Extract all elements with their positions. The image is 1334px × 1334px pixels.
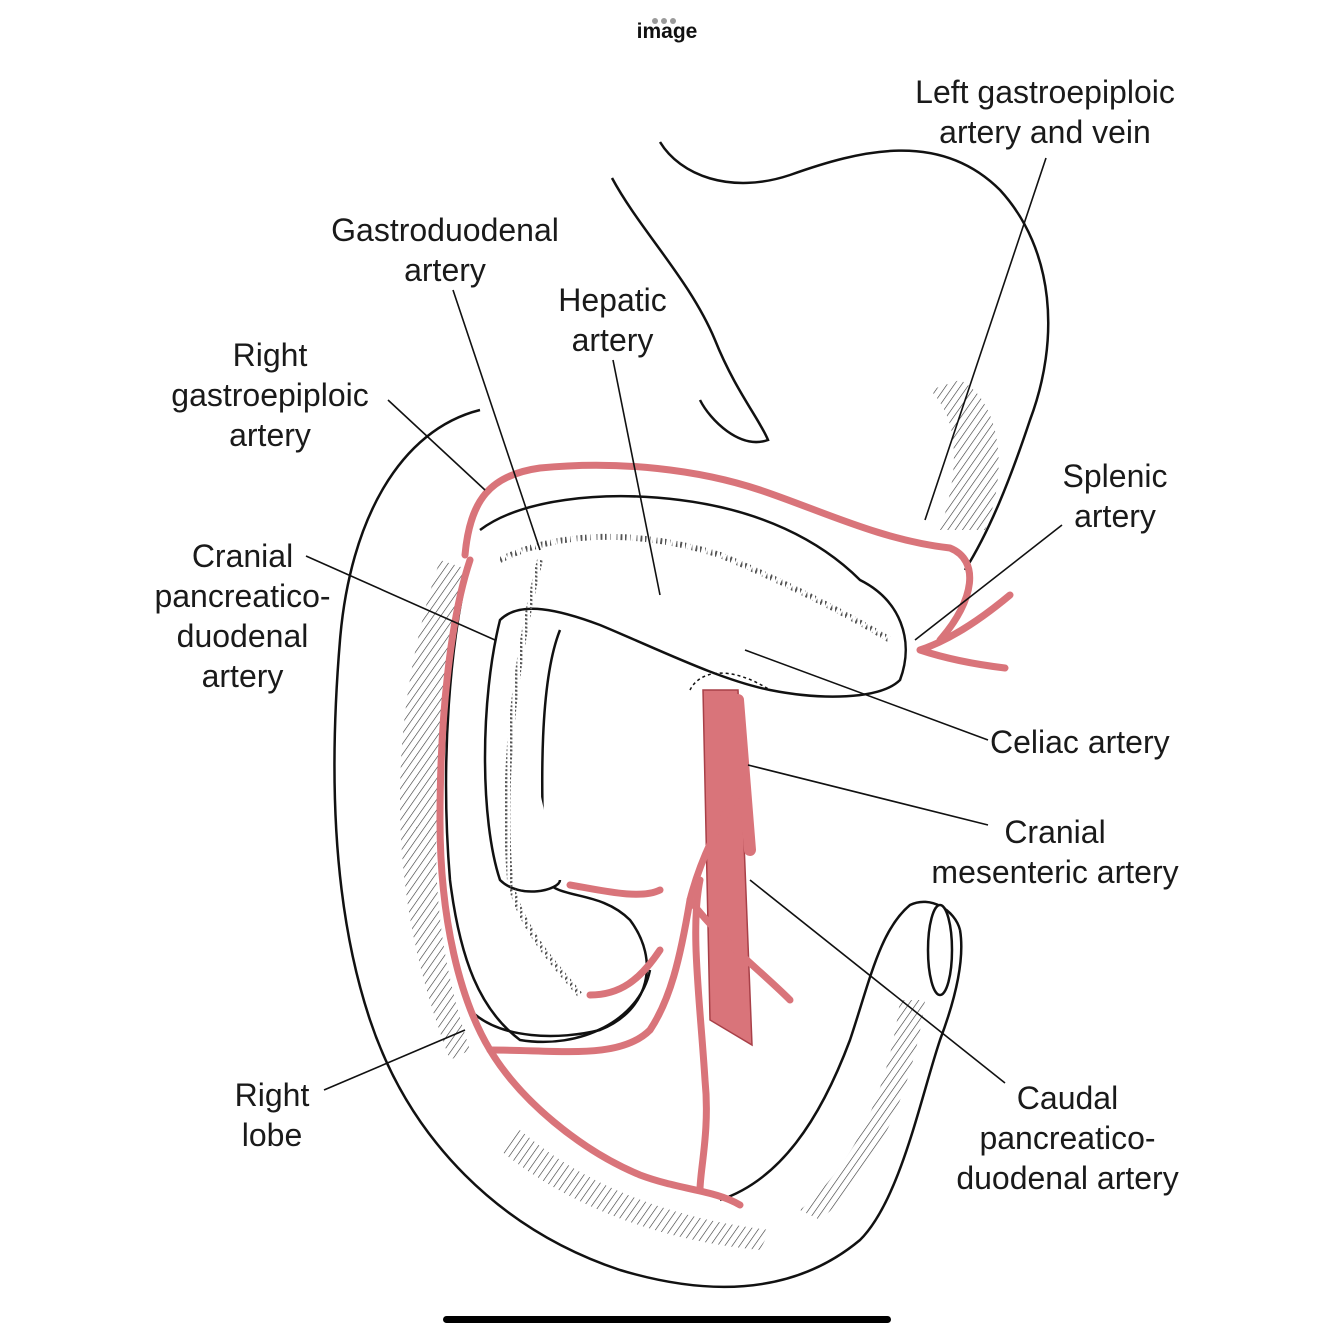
image-title: image xyxy=(636,20,698,43)
splenic-artery xyxy=(916,591,1014,672)
label-hepatic: Hepatic artery xyxy=(558,282,667,358)
label-cranial-pancreaticoduodenal: Cranial pancreatico- duodenal artery xyxy=(154,538,331,694)
leader-right-gastroepiploic xyxy=(387,399,486,491)
celiac-root-fringe xyxy=(689,672,771,691)
duodenum-outer-outline xyxy=(333,408,963,1289)
label-right-lobe: Right lobe xyxy=(234,1077,310,1153)
label-right-gastroepiploic: Right gastroepiploic artery xyxy=(171,337,369,453)
label-splenic: Splenic artery xyxy=(1062,458,1168,534)
cranial-mesenteric-branch xyxy=(486,786,744,1056)
pancreas-body xyxy=(479,495,907,893)
arteries xyxy=(436,461,1014,1209)
caudal-pancreaticoduodenal xyxy=(436,556,744,1209)
jejunum-loop xyxy=(719,900,962,1202)
gastroepiploic-arc xyxy=(461,461,974,644)
pancreatic-duct-dashed xyxy=(498,533,892,997)
label-gastroduodenal: Gastroduodenal artery xyxy=(331,212,559,288)
duodenum-hatching-bottom xyxy=(500,1130,770,1250)
mesenteric-branch-3 xyxy=(686,896,794,1004)
leader-gastroduodenal xyxy=(452,289,541,551)
leader-cranial-pancreaticoduodenal xyxy=(305,555,496,641)
leader-caudal-pancreaticoduodenal xyxy=(749,879,1006,1084)
label-left-gastroepiploic: Left gastroepiploic artery and vein xyxy=(915,74,1175,150)
leader-lines xyxy=(305,157,1063,1091)
pancreas-right-lobe xyxy=(444,559,652,1044)
leader-right-lobe xyxy=(323,1029,466,1091)
home-indicator[interactable] xyxy=(443,1316,891,1323)
top-bar: image xyxy=(0,0,1334,56)
mesenteric-branch-4 xyxy=(566,881,664,898)
leader-splenic xyxy=(914,524,1063,641)
leader-left-gastroepiploic xyxy=(924,157,1047,521)
jejunum-lumen xyxy=(926,903,954,997)
mesenteric-branch-2 xyxy=(692,876,710,1194)
duodenum-inner-outline xyxy=(469,629,649,1038)
ellipsis-icon[interactable] xyxy=(652,11,682,24)
label-caudal-pancreaticoduodenal: Caudal pancreatico- duodenal artery xyxy=(956,1080,1179,1196)
leader-cranial-mesenteric xyxy=(747,764,989,826)
stomach-hatching xyxy=(930,380,999,530)
cranial-mesenteric-stub xyxy=(732,694,756,856)
label-cranial-mesenteric: Cranial mesenteric artery xyxy=(931,814,1179,890)
mesenteric-branch-5 xyxy=(586,946,664,999)
leader-celiac xyxy=(744,649,989,741)
jejunum-hatching xyxy=(800,1000,925,1220)
leader-hepatic xyxy=(612,359,661,596)
duodenum-hatching-left xyxy=(400,560,470,1060)
stomach-inner-curve xyxy=(610,177,770,444)
label-celiac: Celiac artery xyxy=(990,724,1170,760)
stomach-outline xyxy=(658,141,1050,571)
